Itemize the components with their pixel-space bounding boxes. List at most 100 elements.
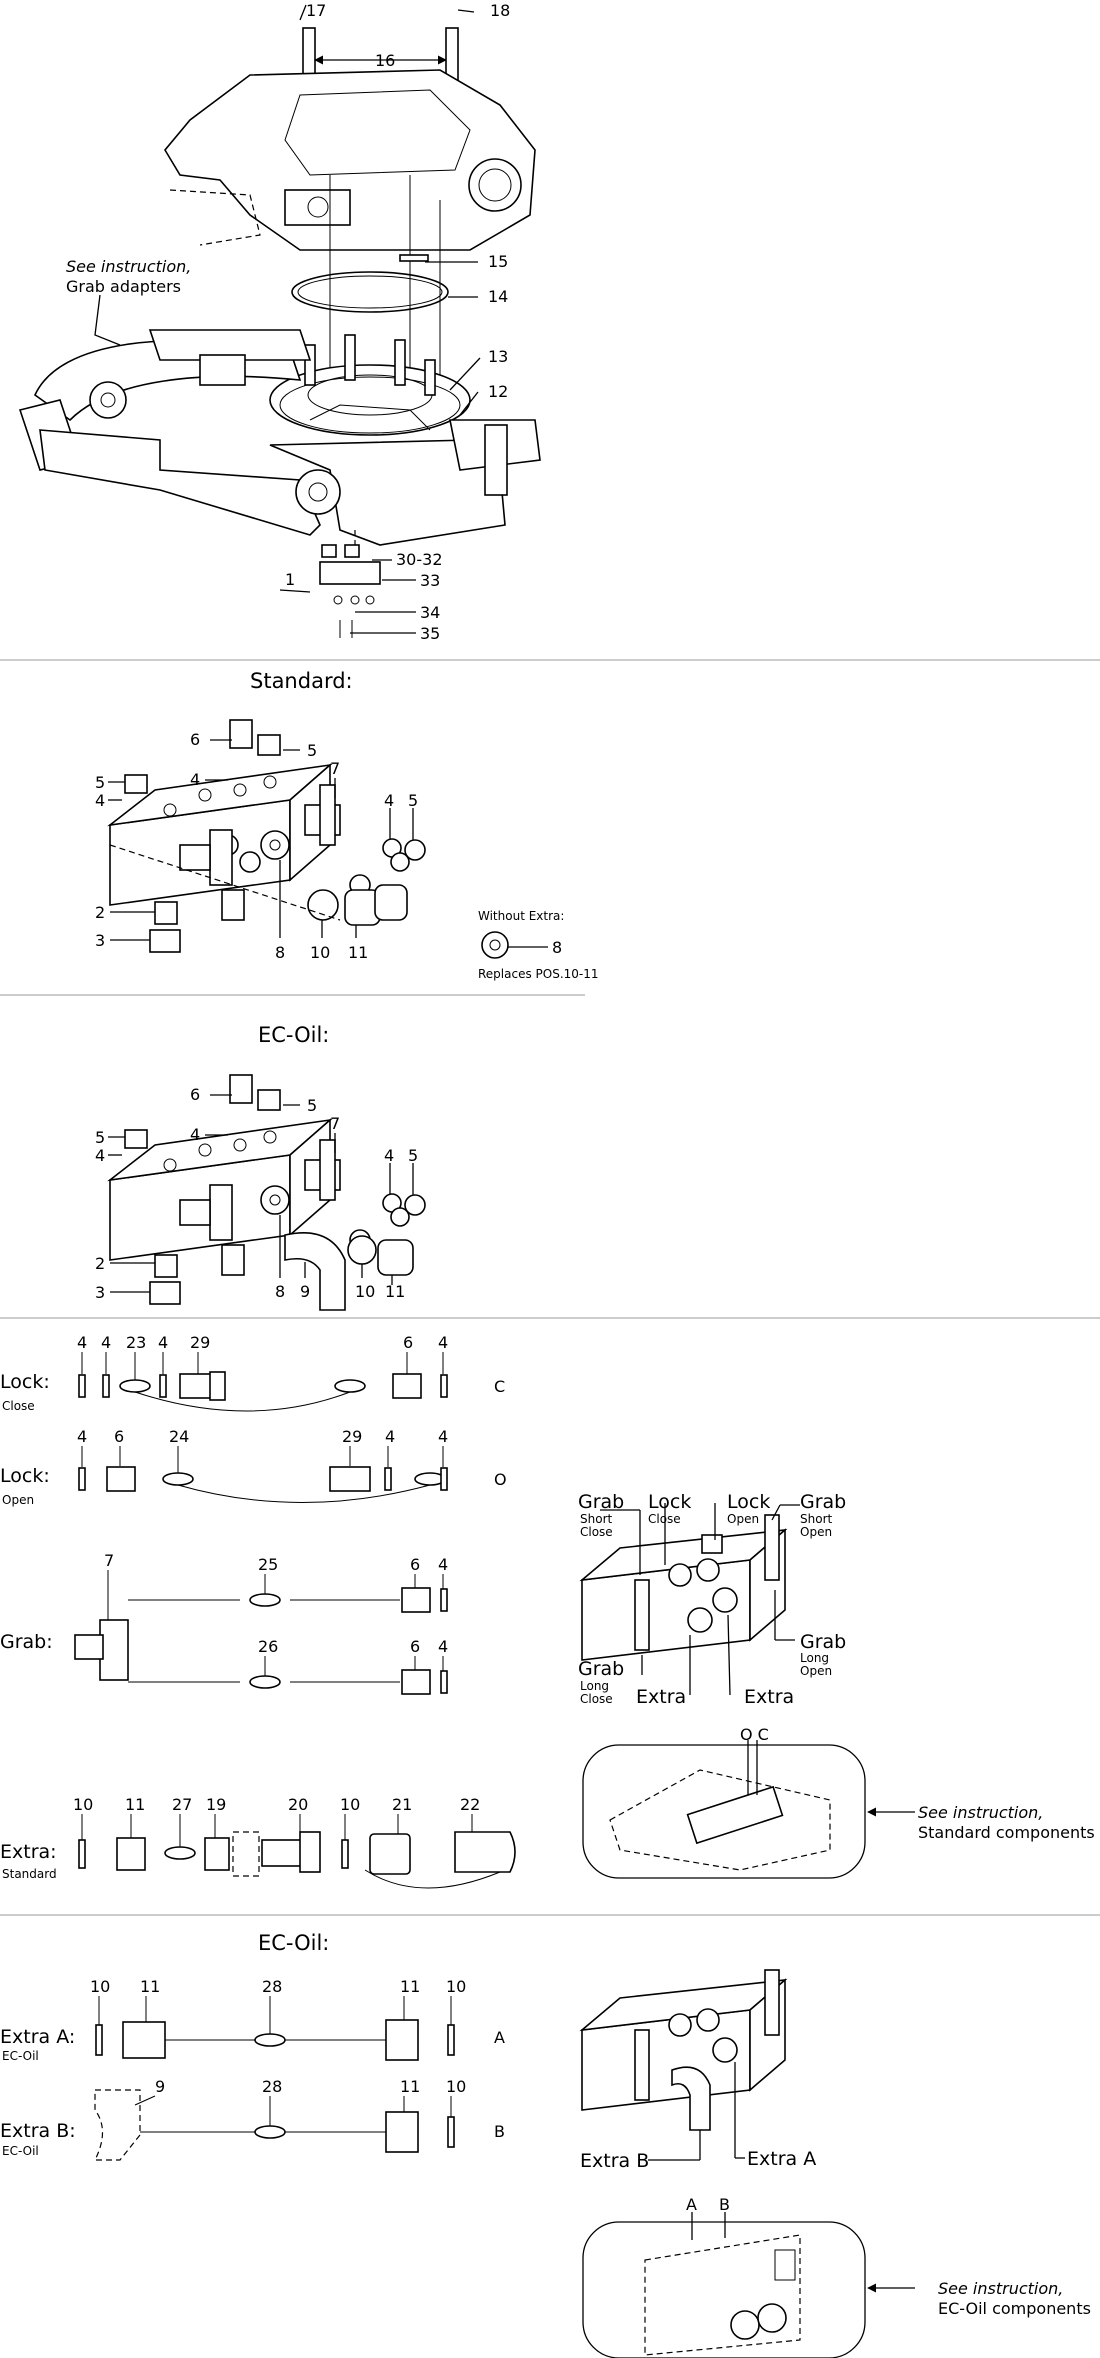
port-label-sub: Open: [800, 1525, 832, 1539]
callout-label: 26: [258, 1637, 278, 1656]
row-label: Extra A:: [0, 2026, 75, 2048]
ecoil-valve-block-drawing: [107, 1074, 426, 1311]
callout-label: 4: [95, 1146, 105, 1165]
row-label: Extra:: [0, 1841, 57, 1863]
callout-label: 4: [384, 1146, 394, 1165]
callout-label: 28: [262, 1977, 282, 1996]
port-label: Grab: [800, 1491, 846, 1513]
callout-label: 1: [285, 570, 295, 589]
callout-label: 10: [446, 2077, 466, 2096]
callout-label: 7: [104, 1551, 114, 1570]
callout-label: 10: [340, 1795, 360, 1814]
callout-label: 8: [275, 943, 285, 962]
row-sublabel: Standard: [2, 1867, 57, 1881]
callout-label: 8: [552, 938, 562, 957]
callout-label: 6: [410, 1555, 420, 1574]
inset-note-line2: EC-Oil components: [938, 2299, 1091, 2318]
callout-label: 4: [190, 1125, 200, 1144]
lock-open-row: Lock: Open O 4 6 24 29 4 4: [0, 1427, 507, 1507]
extra-b-row: Extra B: EC-Oil B 9 28 11 10: [0, 2077, 505, 2161]
inset-code: O C: [740, 1725, 769, 1744]
callout-label: 18: [490, 1, 510, 20]
callout-label: 10: [310, 943, 330, 962]
port-label-block-drawing: [579, 1503, 800, 1696]
grab-adapters-note-line2: Grab adapters: [66, 277, 181, 296]
standard-valve-block-drawing: [107, 719, 548, 959]
callout-label: 11: [125, 1795, 145, 1814]
callout-label: 4: [385, 1427, 395, 1446]
port-label-sub: Open: [727, 1512, 759, 1526]
callout-label: 13: [488, 347, 508, 366]
callout-label: 4: [438, 1427, 448, 1446]
callout-label: 8: [275, 1282, 285, 1301]
callout-label: 6: [410, 1637, 420, 1656]
inset-note-line2: Standard components: [918, 1823, 1095, 1842]
callout-label: 4: [77, 1333, 87, 1352]
callout-label: 5: [95, 773, 105, 792]
callout-label: 14: [488, 287, 508, 306]
callout-label: 11: [140, 1977, 160, 1996]
callout-label: 10: [446, 1977, 466, 1996]
callout-label: 27: [172, 1795, 192, 1814]
top-callouts: 17 18 16 15 14 13 12 30-32 33 34 35 1 Se…: [66, 1, 510, 643]
callout-label: 6: [403, 1333, 413, 1352]
row-sublabel: EC-Oil: [2, 2049, 39, 2063]
row-code: A: [494, 2028, 505, 2047]
ecoil-section-title: EC-Oil:: [258, 1023, 329, 1047]
port-label: Grab: [578, 1658, 624, 1680]
extra-a-callouts: 10 11 28 11 10: [90, 1977, 466, 1996]
row-label: Lock:: [0, 1371, 50, 1393]
callout-label: 4: [384, 791, 394, 810]
port-label: Grab: [578, 1491, 624, 1513]
lock-close-row: Lock: Close C 4 4 23 4 29 6 4: [0, 1333, 505, 1413]
callout-label: 10: [90, 1977, 110, 1996]
port-label-sub: Long: [800, 1651, 829, 1665]
grab-adapters-note-line1: See instruction,: [66, 257, 191, 276]
callout-label: 25: [258, 1555, 278, 1574]
callout-label: 7: [330, 1114, 340, 1133]
inset-code-a: A: [686, 2195, 697, 2214]
rotator-assembly-drawing: [18, 4, 541, 638]
callout-label: 6: [114, 1427, 124, 1446]
ecoil-callouts: 6 5 5 4 4 7 4 5 2 3 8 9 10 11: [95, 1085, 418, 1302]
inset-note-line1: See instruction,: [938, 2279, 1063, 2298]
port-label-sub: Short: [580, 1512, 612, 1526]
callout-label: 23: [126, 1333, 146, 1352]
callout-label: 6: [190, 730, 200, 749]
row-code: C: [494, 1377, 505, 1396]
callout-label: 5: [408, 1146, 418, 1165]
callout-label: 29: [342, 1427, 362, 1446]
standard-callouts: 6 5 5 4 4 7 4 5 2 3 8 10 11 Without Extr…: [95, 730, 599, 981]
callout-label: 3: [95, 931, 105, 950]
lock-open-callouts: 4 6 24 29 4 4: [77, 1427, 448, 1446]
callout-label: 12: [488, 382, 508, 401]
standard-components-inset: O C See instruction, Standard components: [582, 1725, 1095, 1879]
callout-label: 16: [375, 51, 395, 70]
callout-label: 10: [73, 1795, 93, 1814]
callout-label: 9: [300, 1282, 310, 1301]
port-label: Grab: [800, 1631, 846, 1653]
callout-label: 4: [438, 1637, 448, 1656]
inset-note-line1: See instruction,: [918, 1803, 1043, 1822]
port-label-sub: Open: [800, 1664, 832, 1678]
ecoil-block-drawing: Extra B Extra A: [579, 1969, 816, 2172]
callout-label: 6: [190, 1085, 200, 1104]
row-sublabel: Close: [2, 1399, 35, 1413]
callout-label: 20: [288, 1795, 308, 1814]
ecoil-port-label: Extra B: [580, 2150, 649, 2172]
inset-code-b: B: [719, 2195, 730, 2214]
callout-label: 11: [400, 1977, 420, 1996]
port-label: Extra: [744, 1686, 794, 1708]
replaces-note: Replaces POS.10-11: [478, 967, 599, 981]
callout-label: 30-32: [396, 550, 443, 569]
port-label-sub: Close: [580, 1692, 613, 1706]
extra-b-callouts: 9 28 11 10: [155, 2077, 466, 2096]
row-sublabel: Open: [2, 1493, 34, 1507]
callout-label: 2: [95, 1254, 105, 1273]
callout-label: 5: [408, 791, 418, 810]
port-label-sub: Long: [580, 1679, 609, 1693]
callout-label: 35: [420, 624, 440, 643]
callout-label: 17: [306, 1, 326, 20]
callout-label: 3: [95, 1283, 105, 1302]
callout-label: 5: [307, 1096, 317, 1115]
